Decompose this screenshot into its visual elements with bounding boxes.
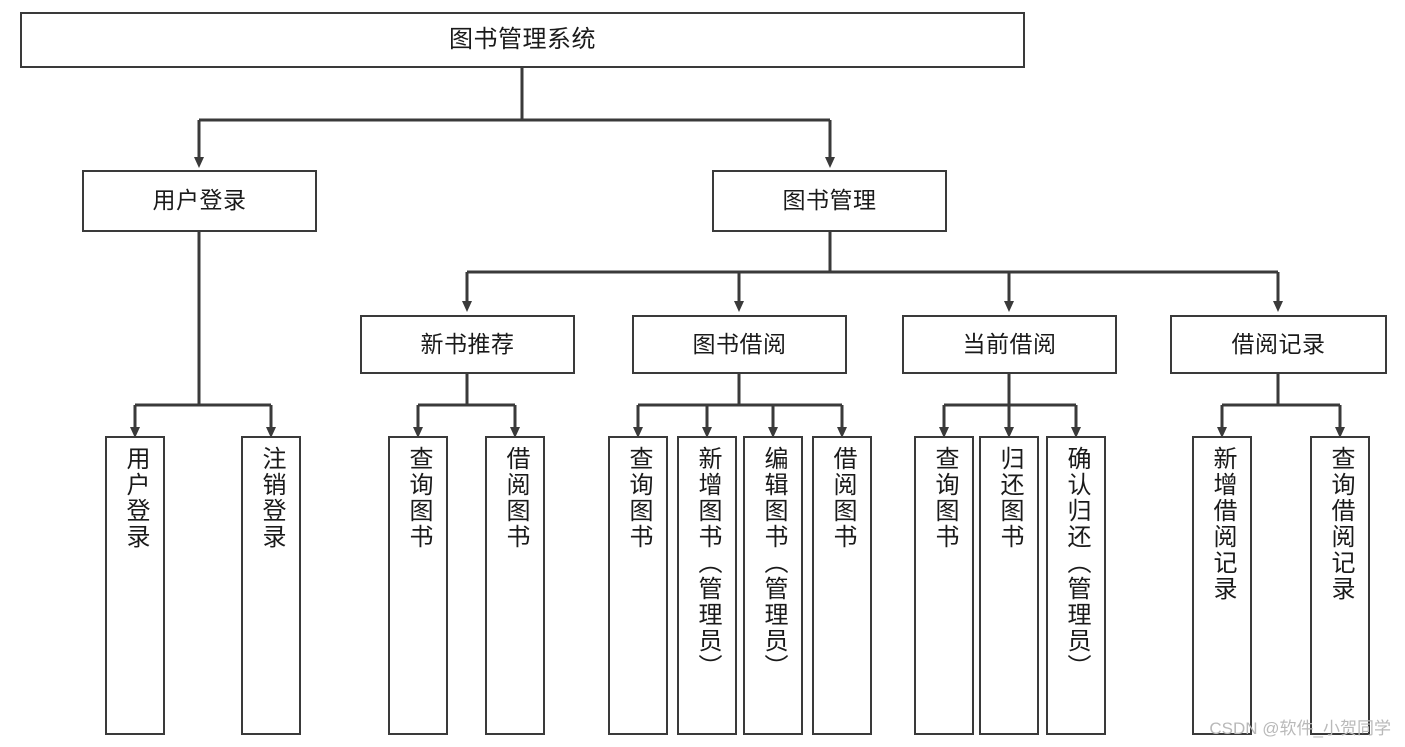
node-label: 图书管理	[782, 187, 877, 214]
node-current-borrow[interactable]: 当前借阅	[902, 315, 1117, 374]
node-borrow-records[interactable]: 借阅记录	[1170, 315, 1387, 374]
node-label: 归还图书	[996, 446, 1023, 550]
node-user-login[interactable]: 用户登录	[82, 170, 317, 232]
node-book-management[interactable]: 图书管理	[712, 170, 947, 232]
node-label: 查询图书	[405, 446, 432, 550]
node-label: 用户登录	[152, 187, 247, 214]
leaf-borrow-edit-book-admin[interactable]: 编辑图书（管理员）	[743, 436, 803, 735]
node-label: 新增借阅记录	[1209, 446, 1236, 602]
node-label: 注销登录	[258, 446, 285, 550]
node-book-borrow[interactable]: 图书借阅	[632, 315, 847, 374]
node-root-system[interactable]: 图书管理系统	[20, 12, 1025, 68]
node-label: 借阅图书	[502, 446, 529, 550]
node-label: 借阅记录	[1231, 330, 1326, 357]
node-label: 编辑图书（管理员）	[760, 446, 787, 680]
leaf-records-query-record[interactable]: 查询借阅记录	[1310, 436, 1370, 735]
node-label: 新增图书（管理员）	[694, 446, 721, 680]
leaf-borrow-borrow-book[interactable]: 借阅图书	[812, 436, 872, 735]
leaf-records-add-record[interactable]: 新增借阅记录	[1192, 436, 1252, 735]
node-label: 用户登录	[122, 446, 149, 550]
node-label: 新书推荐	[420, 330, 515, 357]
leaf-current-return-book[interactable]: 归还图书	[979, 436, 1039, 735]
leaf-recommend-borrow-book[interactable]: 借阅图书	[485, 436, 545, 735]
node-label: 查询借阅记录	[1327, 446, 1354, 602]
node-new-book-recommend[interactable]: 新书推荐	[360, 315, 575, 374]
node-label: 当前借阅	[962, 330, 1057, 357]
leaf-borrow-query-book[interactable]: 查询图书	[608, 436, 668, 735]
leaf-recommend-query-book[interactable]: 查询图书	[388, 436, 448, 735]
leaf-current-query-book[interactable]: 查询图书	[914, 436, 974, 735]
node-label: 确认归还（管理员）	[1063, 446, 1090, 680]
node-label: 图书管理系统	[449, 25, 596, 53]
node-label: 查询图书	[625, 446, 652, 550]
leaf-current-confirm-return-admin[interactable]: 确认归还（管理员）	[1046, 436, 1106, 735]
node-label: 查询图书	[931, 446, 958, 550]
node-label: 图书借阅	[692, 330, 787, 357]
leaf-borrow-add-book-admin[interactable]: 新增图书（管理员）	[677, 436, 737, 735]
leaf-user-login-login[interactable]: 用户登录	[105, 436, 165, 735]
node-label: 借阅图书	[829, 446, 856, 550]
leaf-user-login-logout[interactable]: 注销登录	[241, 436, 301, 735]
